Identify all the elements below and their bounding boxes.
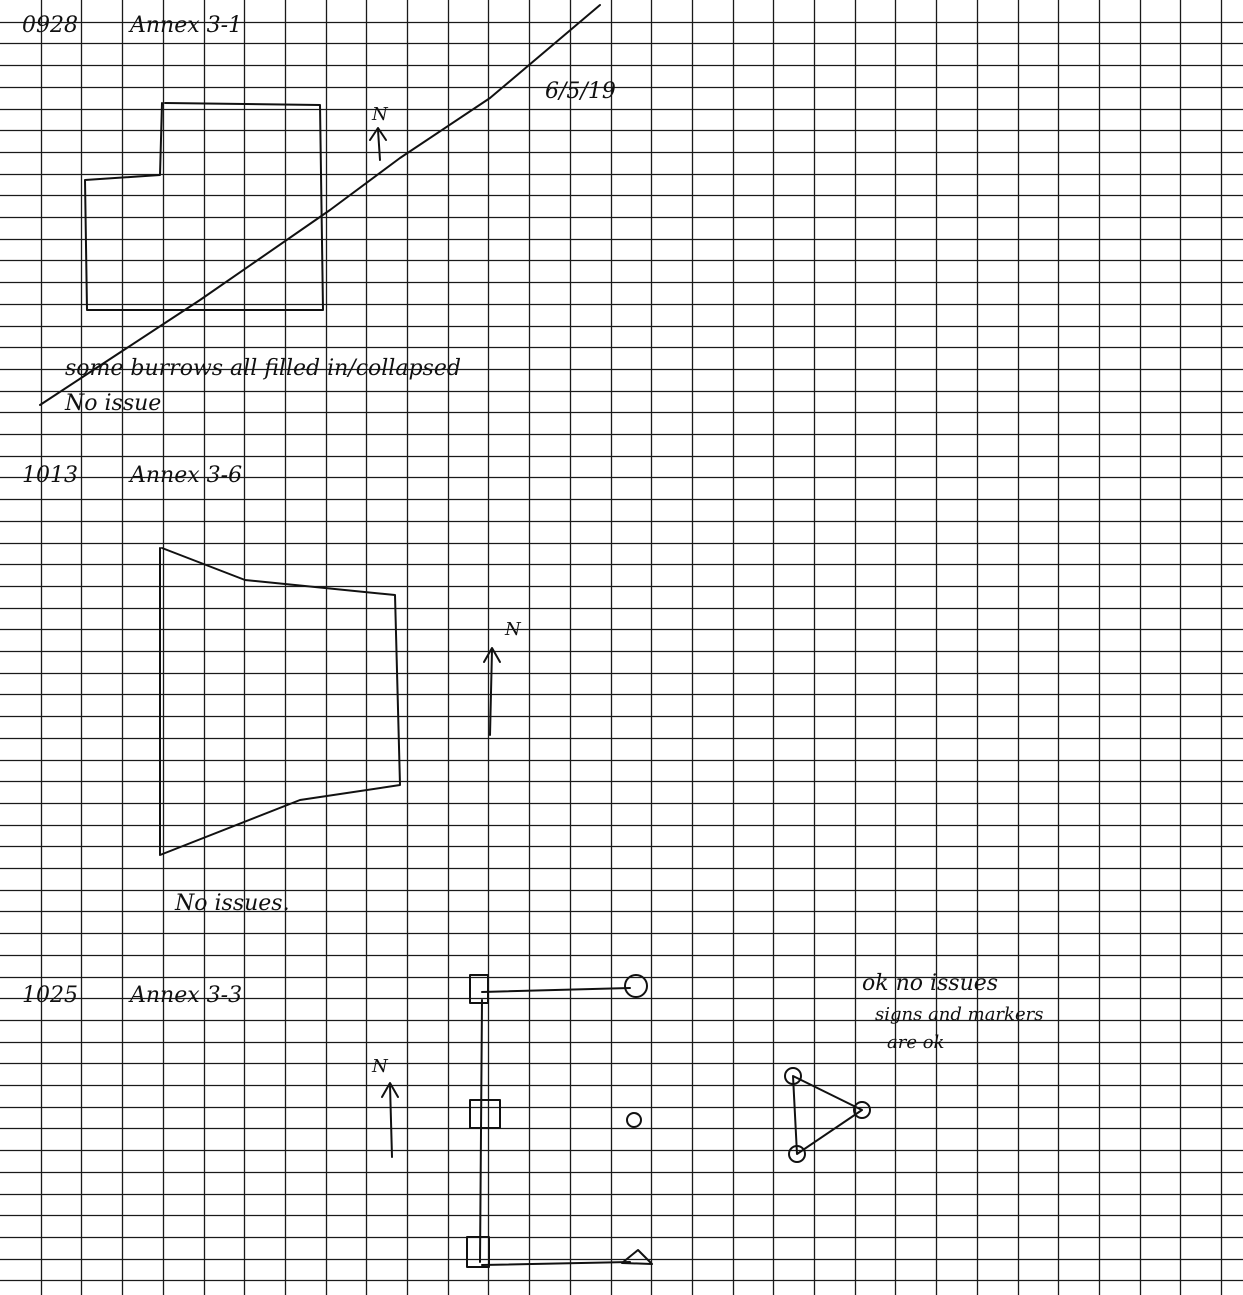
entry-note: ok no issues (862, 971, 998, 996)
entry-title: Annex 3-3 (128, 983, 242, 1008)
triangle-line (792, 1075, 863, 1155)
entry-note-2: signs and markers (875, 1004, 1043, 1025)
plot-outline-sketch (84, 102, 324, 311)
north-label: N (371, 1056, 389, 1077)
corner-marker-circle (624, 974, 648, 998)
corner-marker-circle (784, 1067, 802, 1085)
triangle-marker-sketch (784, 1067, 871, 1163)
corner-marker-triangle (621, 1249, 653, 1265)
north-arrow-icon (369, 127, 387, 161)
entry-0928: 0928 Annex 3-1 6/5/19 N some burrows all… (22, 4, 616, 416)
corner-marker-circle (626, 1112, 642, 1128)
plot-outline-sketch (159, 547, 401, 856)
marker-post-icon (469, 1099, 501, 1129)
entry-note-3: are ok (887, 1032, 944, 1053)
north-label: N (504, 619, 522, 640)
entry-note: No issues. (174, 891, 290, 916)
entry-title: Annex 3-6 (128, 463, 242, 488)
north-label: N (371, 104, 389, 125)
entry-time: 0928 (22, 13, 78, 38)
corner-marker-circle (788, 1145, 806, 1163)
entry-note-2: No issue (64, 391, 161, 416)
marker-post-icon (466, 1236, 490, 1268)
corner-marker-circle (853, 1101, 871, 1119)
marker-post-icon (469, 974, 489, 1004)
initials-date: 6/5/19 (545, 79, 616, 104)
marker-layout-sketch (466, 974, 653, 1268)
entry-time: 1025 (22, 983, 78, 1008)
entry-title: Annex 3-1 (128, 13, 242, 38)
entry-1025: 1025 Annex 3-3 N ok no issues signs and … (22, 971, 1043, 1268)
entry-1013: 1013 Annex 3-6 N No issues. (22, 463, 522, 916)
boundary-line (479, 987, 631, 1266)
strike-through-line (39, 4, 601, 406)
north-arrow-icon (483, 647, 501, 736)
north-arrow-icon (381, 1082, 399, 1158)
entry-time: 1013 (22, 463, 78, 488)
entry-note: some burrows all filled in/collapsed (65, 356, 461, 381)
